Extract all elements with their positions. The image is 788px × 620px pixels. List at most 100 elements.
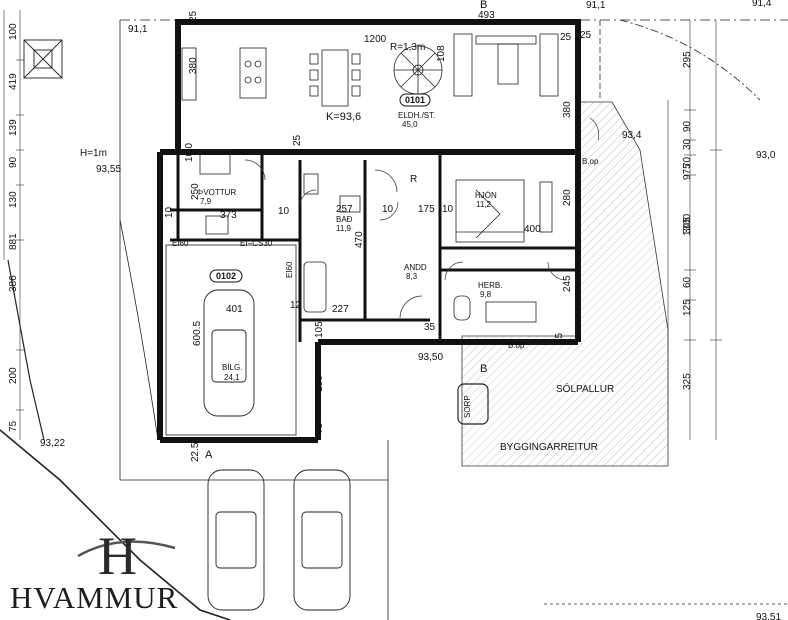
fire-rating-1: EI60 bbox=[172, 239, 189, 248]
dim-interior: 400 bbox=[524, 224, 541, 235]
stair-radius-label: R=1,3m bbox=[390, 42, 425, 53]
dim-interior: 22.5 bbox=[190, 442, 201, 462]
dimension-value: 419 bbox=[8, 73, 19, 90]
dim-top: 1200 bbox=[364, 34, 387, 45]
elevation-label: 93,4 bbox=[622, 130, 642, 141]
room-name-bath: BAÐ bbox=[336, 215, 353, 224]
dimension-value: 325 bbox=[682, 373, 693, 390]
section-marker-b-bottom: B bbox=[480, 363, 487, 375]
elevation-label: 93,22 bbox=[40, 438, 65, 449]
dim-interior: 180 bbox=[314, 375, 325, 392]
dim-interior: 227 bbox=[332, 304, 349, 315]
bin-enclosure bbox=[457, 383, 489, 425]
dim-interior: 10 bbox=[184, 150, 195, 162]
garage-inner-outline bbox=[165, 244, 297, 436]
dim-top: 108 bbox=[436, 45, 447, 62]
spiral-stair bbox=[393, 45, 443, 95]
section-marker-a: A bbox=[205, 449, 213, 461]
room-name-living: ELDH./ST. bbox=[398, 111, 435, 120]
room-area-laundry: 7,9 bbox=[200, 197, 212, 206]
dimension-value: 125 bbox=[682, 299, 693, 316]
room-area-garage: 24,1 bbox=[224, 373, 240, 382]
dim-interior: 245 bbox=[562, 275, 573, 292]
dim-top: 493 bbox=[478, 10, 495, 21]
dimension-value: 75 bbox=[8, 420, 19, 432]
b-op-label-2: B.op bbox=[508, 341, 525, 350]
dining-table bbox=[309, 49, 361, 107]
dim-interior: 25 bbox=[292, 134, 303, 146]
room-name-hall: ANDD bbox=[404, 263, 427, 272]
double-bed bbox=[455, 179, 553, 243]
room-area-bath: 11,9 bbox=[336, 224, 352, 233]
logo-word: HVAMMUR bbox=[10, 580, 178, 615]
dimension-value: 30 bbox=[682, 138, 693, 150]
dim-interior: 10 bbox=[184, 142, 195, 154]
section-marker-b-top: B bbox=[480, 0, 487, 11]
dimension-value: 295 bbox=[682, 51, 693, 68]
fire-rating-3: EI60 bbox=[285, 261, 294, 278]
dim-interior: 75 bbox=[314, 422, 325, 434]
dimension-value: 975 bbox=[682, 163, 693, 180]
dimension-value: 139 bbox=[8, 119, 19, 136]
dim-interior: 10 bbox=[278, 206, 290, 217]
dim-interior: 10 bbox=[442, 204, 454, 215]
room-area-bedroom: 11,2 bbox=[476, 200, 492, 209]
room-name-garage: BÍLG. bbox=[222, 363, 242, 372]
bathroom-fixtures bbox=[199, 149, 537, 323]
elevation-label: 93,55 bbox=[96, 164, 121, 175]
logo-letter: H bbox=[98, 526, 137, 586]
kitchen-island bbox=[181, 47, 267, 101]
dim-top: 25 bbox=[188, 10, 199, 22]
door-swings bbox=[244, 117, 600, 319]
dimension-value: 305 bbox=[682, 217, 693, 234]
dim-top: 25 bbox=[560, 32, 572, 43]
right-dimension-lines bbox=[667, 20, 722, 440]
height-label: H=1m bbox=[80, 148, 107, 159]
dim-interior: 280 bbox=[562, 189, 573, 206]
sun-deck-area bbox=[461, 101, 669, 467]
dim-interior: 250 bbox=[190, 183, 201, 200]
dim-interior: 25 bbox=[554, 332, 565, 344]
dim-interior: 12 bbox=[290, 300, 302, 311]
dim-interior: 600.5 bbox=[192, 321, 203, 346]
dim-interior: 380 bbox=[188, 57, 199, 74]
dim-interior: 35 bbox=[424, 322, 436, 333]
car-parking-left bbox=[207, 469, 265, 611]
building-field-label: BYGGINGARREITUR bbox=[500, 442, 598, 453]
room-name-bedroom: HJÓN bbox=[475, 191, 497, 200]
dimension-value: 100 bbox=[8, 23, 19, 40]
fire-rating-2: EI−CS30 bbox=[240, 239, 273, 248]
dimension-value: 70 bbox=[682, 156, 693, 168]
dimension-value: 130 bbox=[8, 191, 19, 208]
room-name-laundry: ÞVOTTUR bbox=[198, 188, 236, 197]
dim-interior: 10 bbox=[382, 204, 394, 215]
dimension-value: 200 bbox=[8, 367, 19, 384]
dimension-value: 1300 bbox=[682, 213, 693, 236]
dim-interior: 105 bbox=[314, 321, 325, 338]
dim-interior: 373 bbox=[220, 210, 237, 221]
dim-interior: 175 bbox=[418, 204, 435, 215]
dim-interior: 401 bbox=[226, 304, 243, 315]
elevation-label: 91,1 bbox=[586, 0, 606, 11]
r-marker: R bbox=[410, 174, 417, 185]
room-area-room: 9,8 bbox=[480, 290, 492, 299]
dimension-value: 60 bbox=[682, 276, 693, 288]
dim-interior: 470 bbox=[354, 231, 365, 248]
room-area-hall: 8,3 bbox=[406, 272, 418, 281]
dim-interior: 380 bbox=[562, 101, 573, 118]
bin-label: SORP bbox=[463, 395, 472, 418]
elevation-label: 91,4 bbox=[752, 0, 772, 9]
dim-top: 25 bbox=[580, 30, 592, 41]
room-code-living: 0101 bbox=[405, 95, 425, 105]
sofa-set bbox=[453, 33, 559, 97]
room-code-garage: 0102 bbox=[216, 271, 236, 281]
elevation-label: 93,50 bbox=[418, 352, 443, 363]
car-garage bbox=[203, 289, 255, 417]
room-area-living: 45,0 bbox=[402, 120, 418, 129]
chimney-symbol bbox=[23, 39, 63, 79]
dimension-value: 90 bbox=[682, 120, 693, 132]
car-parking-right bbox=[293, 469, 351, 611]
